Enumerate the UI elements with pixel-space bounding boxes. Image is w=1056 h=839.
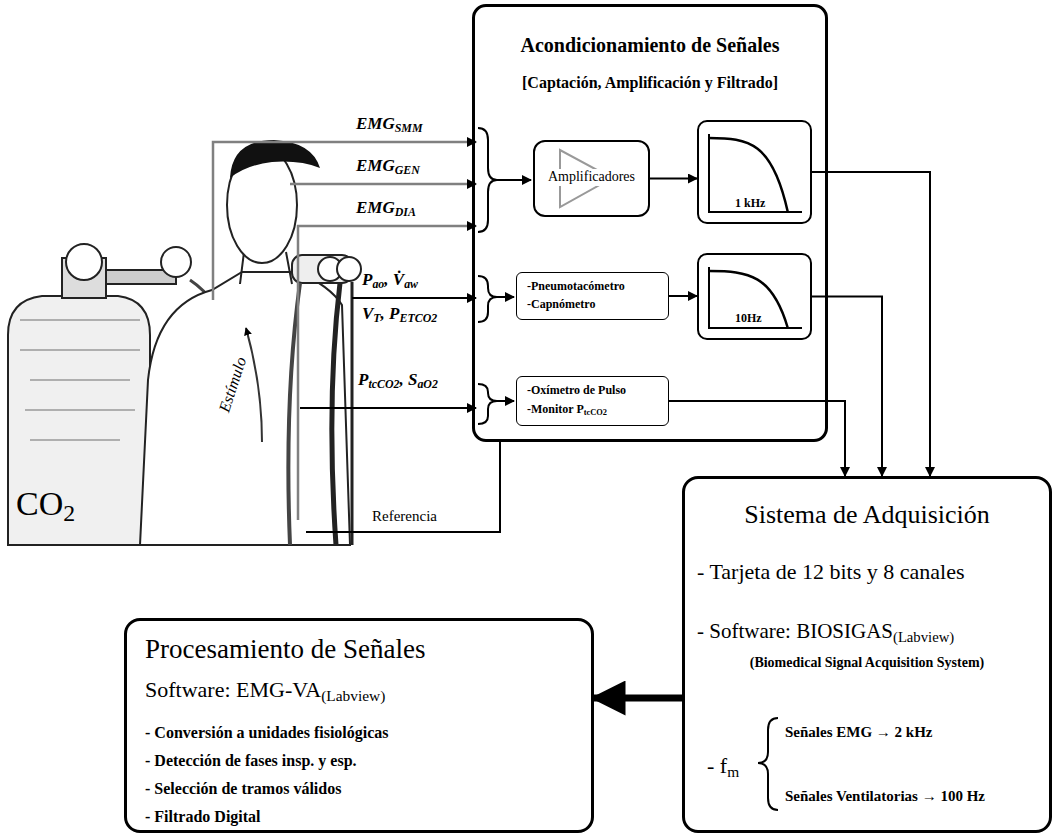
spec-item: - Software: BIOSIGAS(Labview) <box>697 619 954 644</box>
spec-item: - Tarjeta de 12 bits y 8 canales <box>697 559 964 585</box>
signal-connector <box>669 401 845 476</box>
lowpass-filter: 10Hz <box>697 253 812 340</box>
signal-connector <box>594 695 682 702</box>
signal-name: EMGSMM <box>356 114 423 134</box>
signal-name: EMGDIA <box>356 198 416 218</box>
process-step: - Filtrado Digital <box>145 807 261 826</box>
filter-curve <box>709 271 788 328</box>
gauge <box>66 244 102 280</box>
emg-lead <box>298 226 476 520</box>
sampling-rate-label: - fm <box>707 753 739 779</box>
filter-axes <box>709 134 802 212</box>
signal-name: PtcCO2, SaO2 <box>358 370 438 390</box>
signal-name: VT, PETCO2 <box>362 304 437 324</box>
sensor-block: -Pneumotacómetro -Capnómetro <box>516 272 669 320</box>
signal-name: EMGGEN <box>356 156 420 176</box>
process-step: - Detección de fases insp. y esp. <box>145 751 357 770</box>
subscript: (Labview) <box>893 629 954 645</box>
subscript: 2 <box>63 500 75 526</box>
signal-name: Pao, V̇aw <box>362 270 418 290</box>
process-step: - Conversión a unidades fisiológicas <box>145 723 389 742</box>
block-label: Amplificadores <box>546 169 637 186</box>
device-name: -Pneumotacómetro <box>527 279 625 293</box>
subscript: ETCO2 <box>400 311 438 325</box>
subscript: (Labview) <box>321 687 385 704</box>
pneumotach <box>337 257 361 281</box>
rate-brace <box>758 718 778 810</box>
filter-axes <box>709 267 802 328</box>
subscript: ao <box>372 277 384 291</box>
device-name: -Monitor PtcCO2 <box>527 402 607 416</box>
gas-label: CO2 <box>16 484 75 525</box>
sampling-tube <box>332 283 340 545</box>
subscript: tcCO2 <box>584 408 607 417</box>
sensor-block: -Oxímetro de Pulso -Monitor PtcCO2 <box>516 376 669 426</box>
lowpass-filter: 1 kHz <box>697 120 812 224</box>
software-description: (Biomedical Signal Acquisition System) <box>750 655 985 672</box>
processing-panel: Procesamiento de SeñalesSoftware: EMG-VA… <box>124 618 594 833</box>
panel-subtitle: [Captación, Amplificación y Filtrado] <box>522 73 778 92</box>
subject-figure <box>140 140 361 545</box>
cutoff-frequency: 1 kHz <box>735 196 765 210</box>
process-step: - Selección de tramos válidos <box>145 779 341 798</box>
emg-lead <box>290 183 476 186</box>
signal-connector <box>812 297 882 477</box>
filter-curve <box>709 138 788 212</box>
input-braces <box>478 128 531 424</box>
brace-arrow <box>497 296 514 298</box>
device-name: -Capnómetro <box>527 297 595 311</box>
panel-title: Acondicionamiento de Señales <box>521 33 780 57</box>
cylinder-shading <box>20 320 140 440</box>
subscript: DIA <box>395 205 416 219</box>
conditioning-panel: Acondicionamiento de Señales [Captación, … <box>472 4 828 442</box>
software-name: Software: EMG-VA(Labview) <box>145 677 385 703</box>
ventilation-lead <box>352 297 476 299</box>
sampling-rate: Señales EMG → 2 kHz <box>785 723 933 741</box>
signal-connector <box>669 295 697 297</box>
subscript: m <box>727 763 739 780</box>
sampling-rate: Señales Ventilatorias → 100 Hz <box>785 787 985 805</box>
reference-lead <box>306 442 500 532</box>
gauge <box>161 247 191 277</box>
signal-connector <box>812 172 930 476</box>
emg-lead <box>213 142 476 300</box>
cylinder-body <box>8 296 150 545</box>
subscript: GEN <box>395 163 420 177</box>
signal-connector <box>650 178 697 180</box>
brace <box>478 384 497 424</box>
hair <box>230 140 320 178</box>
amplifier-block: Amplificadores <box>533 140 650 217</box>
stimulus-label: Estímulo <box>214 355 250 415</box>
blood-gas-lead <box>300 407 476 409</box>
subscript: tcCO2 <box>368 377 399 391</box>
stimulus-arrow <box>246 328 262 442</box>
device-name: -Oxímetro de Pulso <box>527 383 626 397</box>
panel-title: Sistema de Adquisición <box>744 499 990 530</box>
subscript: SMM <box>395 121 423 135</box>
brace <box>478 128 497 232</box>
reference-label: Referencia <box>372 507 437 525</box>
acquisition-panel: Sistema de Adquisición - Tarjeta de 12 bi… <box>682 476 1052 833</box>
panel-title: Procesamiento de Señales <box>145 633 425 665</box>
subscript: aw <box>404 277 418 291</box>
cutoff-frequency: 10Hz <box>735 311 762 325</box>
brace <box>478 276 497 322</box>
filter-response <box>699 255 810 338</box>
brace-arrow <box>497 400 514 402</box>
brace-arrow <box>497 179 531 181</box>
subscript: T <box>373 311 380 325</box>
input-wires <box>213 142 500 532</box>
subscript: aO2 <box>417 377 437 391</box>
sampling-tube <box>351 282 354 545</box>
